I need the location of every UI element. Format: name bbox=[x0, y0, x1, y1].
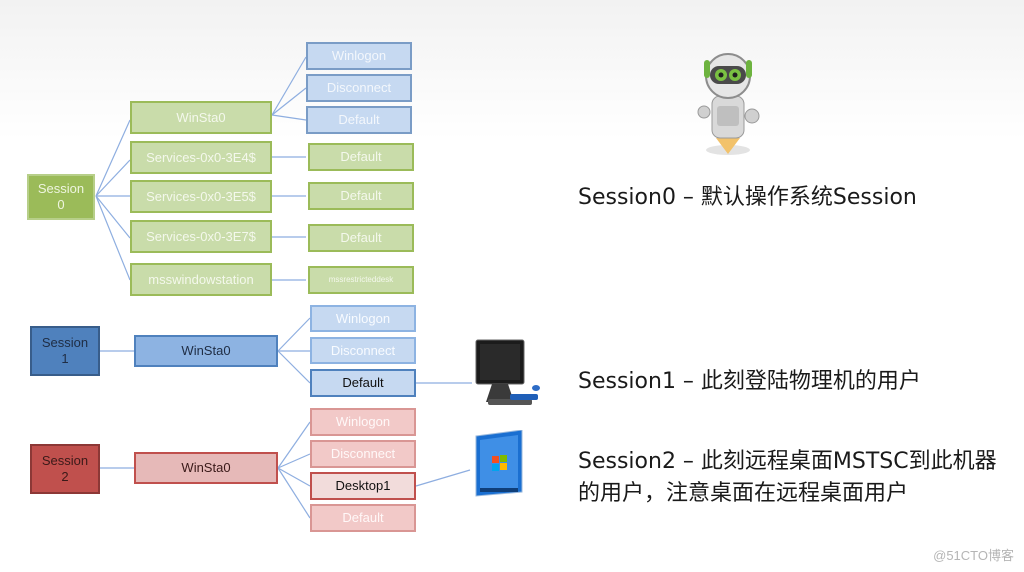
session2-desktop-disconnect: Disconnect bbox=[310, 440, 416, 468]
session1-box: Session 1 bbox=[30, 326, 100, 376]
session1-winsta0-box: WinSta0 bbox=[134, 335, 278, 367]
session1-desktop-winlogon: Winlogon bbox=[310, 305, 416, 332]
robot-icon bbox=[686, 46, 770, 158]
session2-desktop-desktop1: Desktop1 bbox=[310, 472, 416, 500]
monitor-icon bbox=[470, 336, 542, 412]
session0-station-3e7-desktop: Default bbox=[308, 224, 414, 252]
session0-desktop-disconnect: Disconnect bbox=[306, 74, 412, 102]
session0-station-msswindowstation: msswindowstation bbox=[130, 263, 272, 296]
session0-box: Session 0 bbox=[27, 174, 95, 220]
session0-winsta0-box: WinSta0 bbox=[130, 101, 272, 134]
session1-caption: Session1 – 此刻登陆物理机的用户 bbox=[578, 369, 921, 394]
session0-station-3e4-desktop: Default bbox=[308, 143, 414, 171]
session2-box: Session 2 bbox=[30, 444, 100, 494]
session0-station-3e5-desktop: Default bbox=[308, 182, 414, 210]
session0-desktop-default: Default bbox=[306, 106, 412, 134]
windows7-icon bbox=[472, 429, 526, 504]
session2-caption: Session2 – 此刻远程桌面MSTSC到此机器的用户，注意桌面在远程桌面用… bbox=[578, 449, 997, 506]
session1-desktop-disconnect: Disconnect bbox=[310, 337, 416, 364]
watermark: @51CTO博客 bbox=[933, 548, 1014, 563]
session0-station-3e5: Services-0x0-3E5$ bbox=[130, 180, 272, 213]
session0-caption: Session0 – 默认操作系统Session bbox=[578, 185, 917, 210]
session0-station-3e7: Services-0x0-3E7$ bbox=[130, 220, 272, 253]
session2-desktop-winlogon: Winlogon bbox=[310, 408, 416, 436]
session0-station-mss-desktop: mssrestricteddesk bbox=[308, 266, 414, 294]
session2-desktop-default: Default bbox=[310, 504, 416, 532]
session1-desktop-default: Default bbox=[310, 369, 416, 397]
session0-desktop-winlogon: Winlogon bbox=[306, 42, 412, 70]
session2-winsta0-box: WinSta0 bbox=[134, 452, 278, 484]
session0-station-3e4: Services-0x0-3E4$ bbox=[130, 141, 272, 174]
